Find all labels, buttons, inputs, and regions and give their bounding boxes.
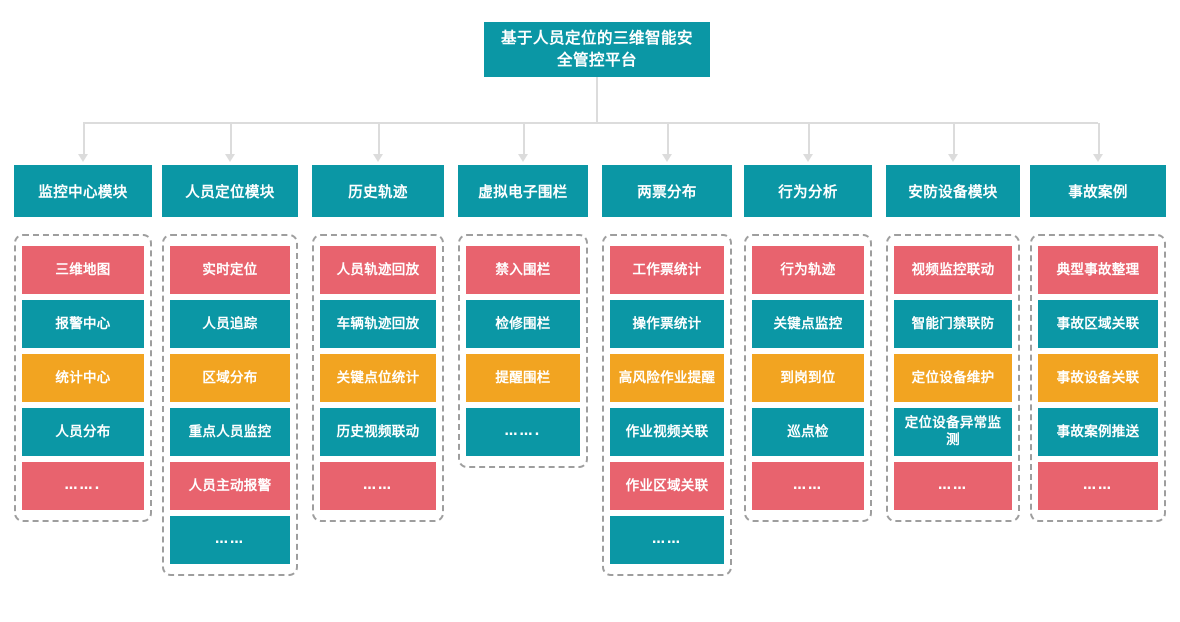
module-item-2-6[interactable]: …… bbox=[170, 516, 290, 564]
module-items-8: 典型事故整理事故区域关联事故设备关联事故案例推送 …… bbox=[1038, 246, 1158, 510]
module-item-3-4[interactable]: 历史视频联动 bbox=[320, 408, 436, 456]
connector-arrow-4 bbox=[518, 154, 528, 162]
module-item-6-1[interactable]: 行为轨迹 bbox=[752, 246, 864, 294]
connector-arrow-1 bbox=[78, 154, 88, 162]
module-item-2-3[interactable]: 区域分布 bbox=[170, 354, 290, 402]
module-group-frame-1 bbox=[14, 234, 152, 522]
connector-drop-3 bbox=[378, 123, 380, 154]
module-item-3-1[interactable]: 人员轨迹回放 bbox=[320, 246, 436, 294]
module-item-2-2[interactable]: 人员追踪 bbox=[170, 300, 290, 348]
module-items-2: 实时定位人员追踪区域分布重点人员监控人员主动报警 …… bbox=[170, 246, 290, 564]
module-item-5-4[interactable]: 作业视频关联 bbox=[610, 408, 724, 456]
module-items-1: 三维地图报警中心统计中心人员分布 ……. bbox=[22, 246, 144, 510]
connector-arrow-3 bbox=[373, 154, 383, 162]
connector-arrow-8 bbox=[1093, 154, 1103, 162]
module-item-6-3[interactable]: 到岗到位 bbox=[752, 354, 864, 402]
module-item-7-3[interactable]: 定位设备维护 bbox=[894, 354, 1012, 402]
module-header-4[interactable]: 虚拟电子围栏 bbox=[458, 165, 588, 217]
module-item-1-4[interactable]: 人员分布 bbox=[22, 408, 144, 456]
module-item-8-4[interactable]: 事故案例推送 bbox=[1038, 408, 1158, 456]
module-item-7-2[interactable]: 智能门禁联防 bbox=[894, 300, 1012, 348]
module-item-5-2[interactable]: 操作票统计 bbox=[610, 300, 724, 348]
module-item-6-2[interactable]: 关键点监控 bbox=[752, 300, 864, 348]
module-group-frame-6 bbox=[744, 234, 872, 522]
module-item-1-3[interactable]: 统计中心 bbox=[22, 354, 144, 402]
connector-arrow-2 bbox=[225, 154, 235, 162]
module-item-7-5[interactable]: …… bbox=[894, 462, 1012, 510]
module-group-frame-8 bbox=[1030, 234, 1166, 522]
module-item-8-5[interactable]: …… bbox=[1038, 462, 1158, 510]
module-group-frame-2 bbox=[162, 234, 298, 576]
connector-drop-6 bbox=[808, 123, 810, 154]
module-item-8-1[interactable]: 典型事故整理 bbox=[1038, 246, 1158, 294]
connector-drop-4 bbox=[523, 123, 525, 154]
module-item-2-4[interactable]: 重点人员监控 bbox=[170, 408, 290, 456]
module-item-1-2[interactable]: 报警中心 bbox=[22, 300, 144, 348]
module-header-7[interactable]: 安防设备模块 bbox=[886, 165, 1020, 217]
module-item-5-3[interactable]: 高风险作业提醒 bbox=[610, 354, 724, 402]
connector-drop-2 bbox=[230, 123, 232, 154]
connector-arrow-7 bbox=[948, 154, 958, 162]
module-item-3-3[interactable]: 关键点位统计 bbox=[320, 354, 436, 402]
connector-drop-7 bbox=[953, 123, 955, 154]
module-items-3: 人员轨迹回放车辆轨迹回放关键点位统计历史视频联动 …… bbox=[320, 246, 436, 510]
module-item-7-1[interactable]: 视频监控联动 bbox=[894, 246, 1012, 294]
module-item-7-4[interactable]: 定位设备异常监测 bbox=[894, 408, 1012, 456]
module-group-frame-4 bbox=[458, 234, 588, 468]
module-item-3-5[interactable]: …… bbox=[320, 462, 436, 510]
module-item-2-5[interactable]: 人员主动报警 bbox=[170, 462, 290, 510]
module-item-5-5[interactable]: 作业区域关联 bbox=[610, 462, 724, 510]
connector-drop-1 bbox=[83, 123, 85, 154]
module-item-5-6[interactable]: …… bbox=[610, 516, 724, 564]
module-item-5-1[interactable]: 工作票统计 bbox=[610, 246, 724, 294]
module-items-7: 视频监控联动智能门禁联防定位设备维护定位设备异常监测 …… bbox=[894, 246, 1012, 510]
module-item-1-1[interactable]: 三维地图 bbox=[22, 246, 144, 294]
module-group-frame-3 bbox=[312, 234, 444, 522]
module-item-8-2[interactable]: 事故区域关联 bbox=[1038, 300, 1158, 348]
module-item-2-1[interactable]: 实时定位 bbox=[170, 246, 290, 294]
module-header-2[interactable]: 人员定位模块 bbox=[162, 165, 298, 217]
connector-drop-8 bbox=[1098, 123, 1100, 154]
module-items-6: 行为轨迹关键点监控到岗到位巡点检 …… bbox=[752, 246, 864, 510]
module-group-frame-7 bbox=[886, 234, 1020, 522]
connector-root-stem bbox=[596, 77, 598, 123]
module-item-4-1[interactable]: 禁入围栏 bbox=[466, 246, 580, 294]
module-item-6-5[interactable]: …… bbox=[752, 462, 864, 510]
module-header-8[interactable]: 事故案例 bbox=[1030, 165, 1166, 217]
module-items-4: 禁入围栏检修围栏提醒围栏 ……. bbox=[466, 246, 580, 456]
connector-drop-5 bbox=[667, 123, 669, 154]
connector-arrow-5 bbox=[662, 154, 672, 162]
module-item-3-2[interactable]: 车辆轨迹回放 bbox=[320, 300, 436, 348]
module-items-5: 工作票统计操作票统计高风险作业提醒作业视频关联作业区域关联 …… bbox=[610, 246, 724, 564]
module-item-6-4[interactable]: 巡点检 bbox=[752, 408, 864, 456]
module-item-8-3[interactable]: 事故设备关联 bbox=[1038, 354, 1158, 402]
module-item-4-2[interactable]: 检修围栏 bbox=[466, 300, 580, 348]
module-item-4-3[interactable]: 提醒围栏 bbox=[466, 354, 580, 402]
connector-horizontal-bus bbox=[83, 122, 1098, 124]
module-header-6[interactable]: 行为分析 bbox=[744, 165, 872, 217]
root-title-box: 基于人员定位的三维智能安全管控平台 bbox=[484, 22, 710, 77]
module-item-4-4[interactable]: ……. bbox=[466, 408, 580, 456]
module-header-1[interactable]: 监控中心模块 bbox=[14, 165, 152, 217]
module-header-5[interactable]: 两票分布 bbox=[602, 165, 732, 217]
connector-arrow-6 bbox=[803, 154, 813, 162]
module-item-1-5[interactable]: ……. bbox=[22, 462, 144, 510]
module-header-3[interactable]: 历史轨迹 bbox=[312, 165, 444, 217]
module-group-frame-5 bbox=[602, 234, 732, 576]
